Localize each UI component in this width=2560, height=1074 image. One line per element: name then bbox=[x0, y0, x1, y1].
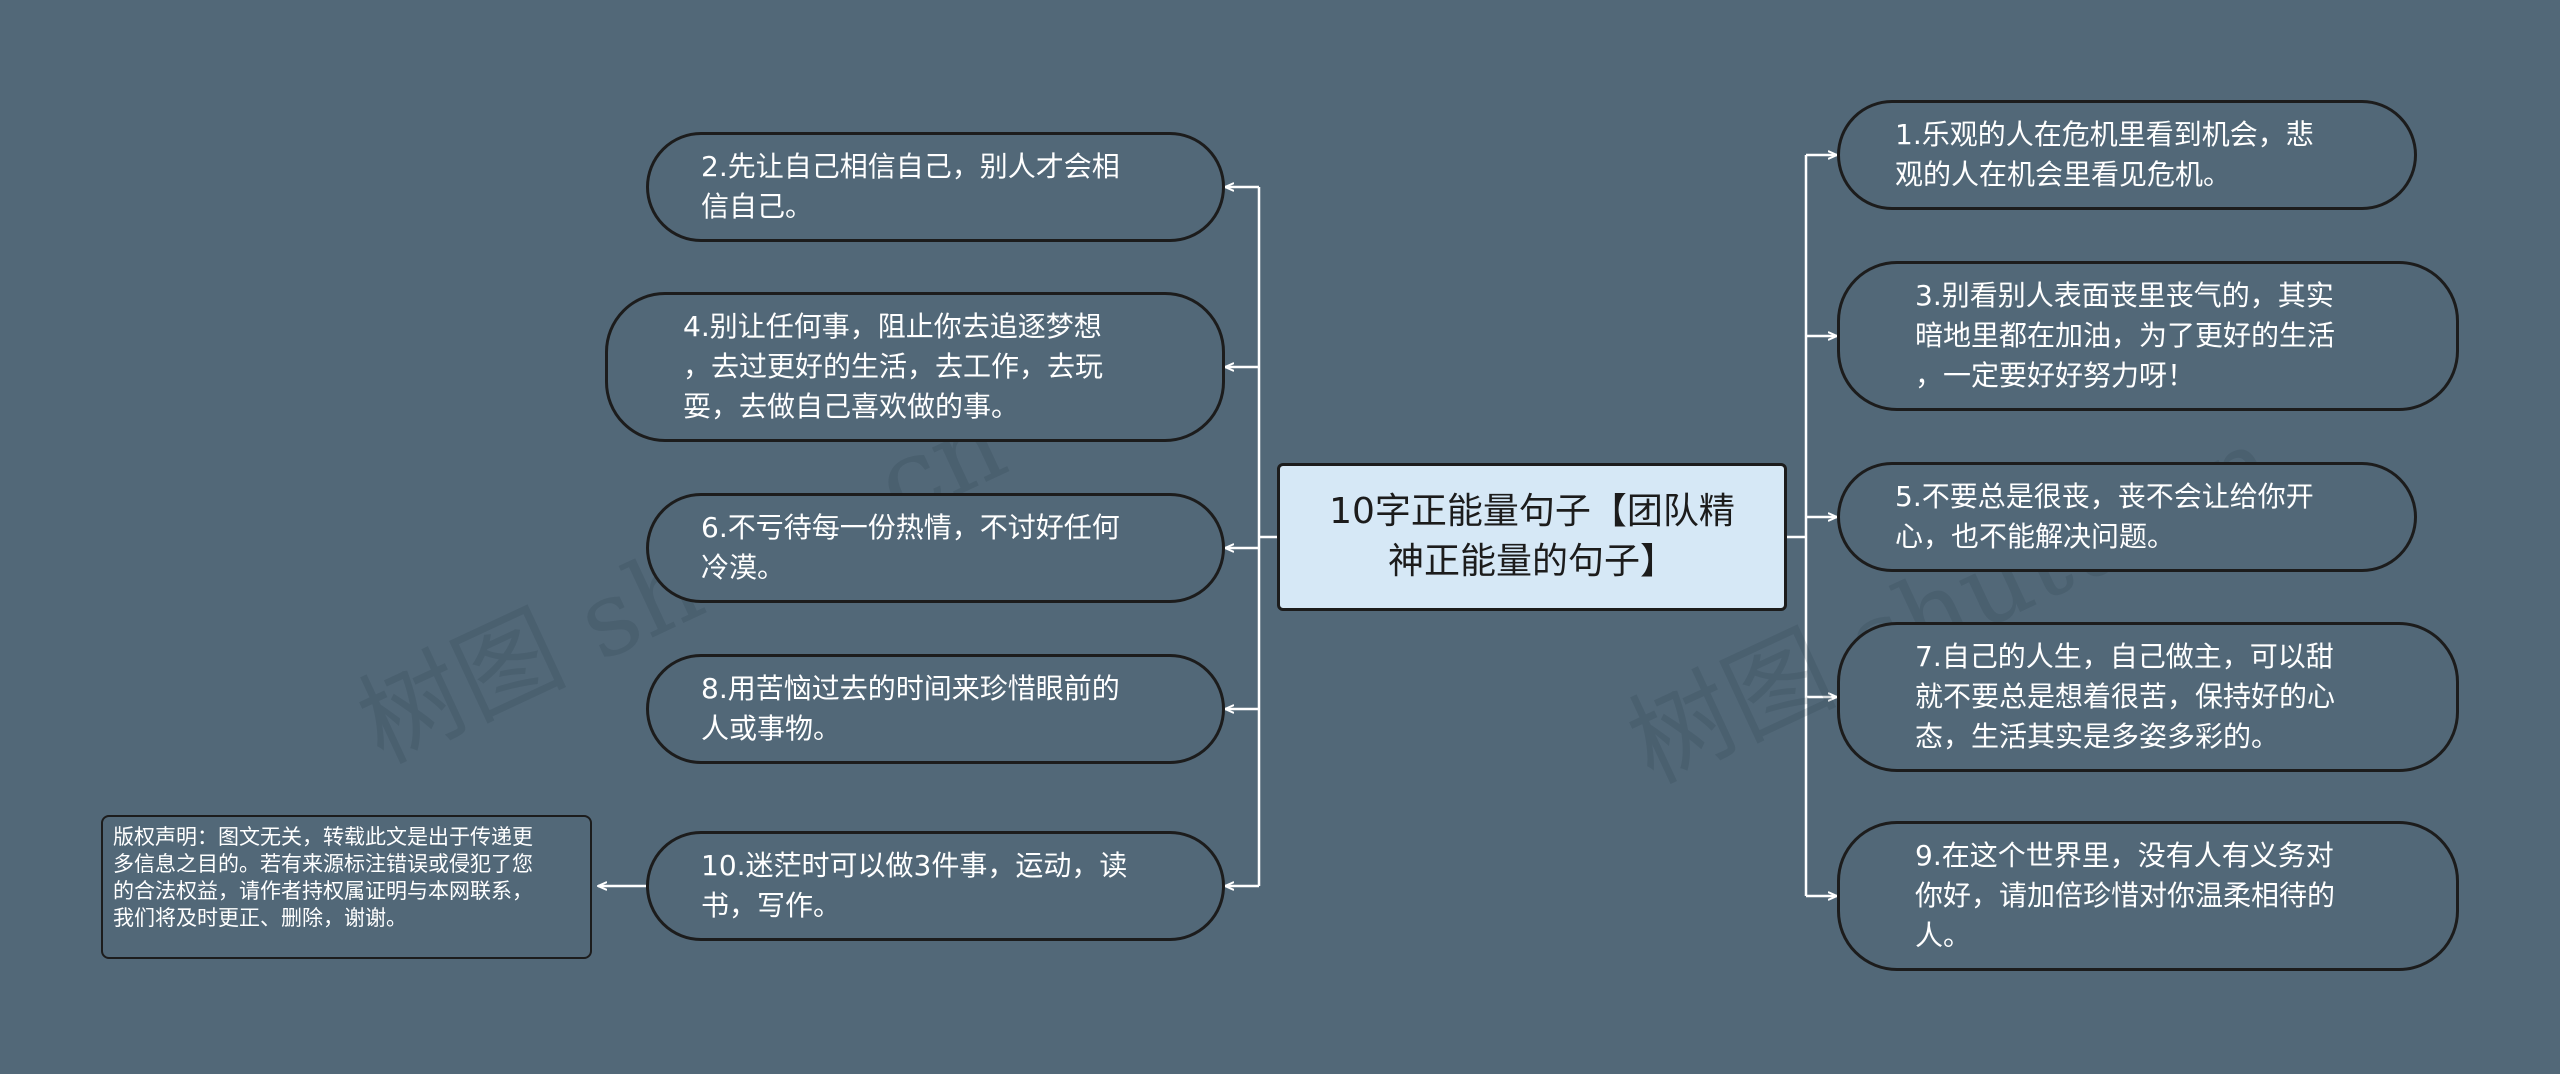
node-text: 6.不亏待每一份热情，不讨好任何 冷漠。 bbox=[701, 511, 1120, 584]
center-topic-text: 10字正能量句子【团队精 神正能量的句子】 bbox=[1329, 491, 1735, 582]
node-text: 5.不要总是很丧，丧不会让给你开 心，也不能解决问题。 bbox=[1895, 480, 2314, 553]
right-node-9: 9.在这个世界里，没有人有义务对 你好，请加倍珍惜对你温柔相待的 人。 bbox=[1837, 821, 2459, 971]
node-text: 9.在这个世界里，没有人有义务对 你好，请加倍珍惜对你温柔相待的 人。 bbox=[1915, 839, 2336, 952]
node-text: 2.先让自己相信自己，别人才会相 信自己。 bbox=[701, 150, 1120, 223]
right-node-3: 3.别看别人表面丧里丧气的，其实 暗地里都在加油，为了更好的生活 ，一定要好好努… bbox=[1837, 261, 2459, 411]
node-text: 3.别看别人表面丧里丧气的，其实 暗地里都在加油，为了更好的生活 ，一定要好好努… bbox=[1915, 279, 2336, 392]
left-node-6: 6.不亏待每一份热情，不讨好任何 冷漠。 bbox=[646, 493, 1225, 603]
node-text: 7.自己的人生，自己做主，可以甜 就不要总是想着很苦，保持好的心 态，生活其实是… bbox=[1915, 640, 2336, 753]
left-node-10: 10.迷茫时可以做3件事，运动，读 书，写作。 bbox=[646, 831, 1225, 941]
left-node-4: 4.别让任何事，阻止你去追逐梦想 ，去过更好的生活，去工作，去玩 耍，去做自己喜… bbox=[605, 292, 1225, 442]
node-text: 4.别让任何事，阻止你去追逐梦想 ，去过更好的生活，去工作，去玩 耍，去做自己喜… bbox=[683, 310, 1104, 423]
node-text: 8.用苦恼过去的时间来珍惜眼前的 人或事物。 bbox=[701, 672, 1120, 745]
right-node-5: 5.不要总是很丧，丧不会让给你开 心，也不能解决问题。 bbox=[1837, 462, 2417, 572]
left-node-8: 8.用苦恼过去的时间来珍惜眼前的 人或事物。 bbox=[646, 654, 1225, 764]
node-text: 1.乐观的人在危机里看到机会，悲 观的人在机会里看见危机。 bbox=[1895, 118, 2314, 191]
right-node-1: 1.乐观的人在危机里看到机会，悲 观的人在机会里看见危机。 bbox=[1837, 100, 2417, 210]
right-node-7: 7.自己的人生，自己做主，可以甜 就不要总是想着很苦，保持好的心 态，生活其实是… bbox=[1837, 622, 2459, 772]
center-topic: 10字正能量句子【团队精 神正能量的句子】 bbox=[1277, 463, 1787, 611]
left-node-2: 2.先让自己相信自己，别人才会相 信自己。 bbox=[646, 132, 1225, 242]
node-text: 10.迷茫时可以做3件事，运动，读 书，写作。 bbox=[701, 849, 1128, 922]
copyright-notice: 版权声明：图文无关，转载此文是出于传递更 多信息之目的。若有来源标注错误或侵犯了… bbox=[101, 815, 592, 959]
